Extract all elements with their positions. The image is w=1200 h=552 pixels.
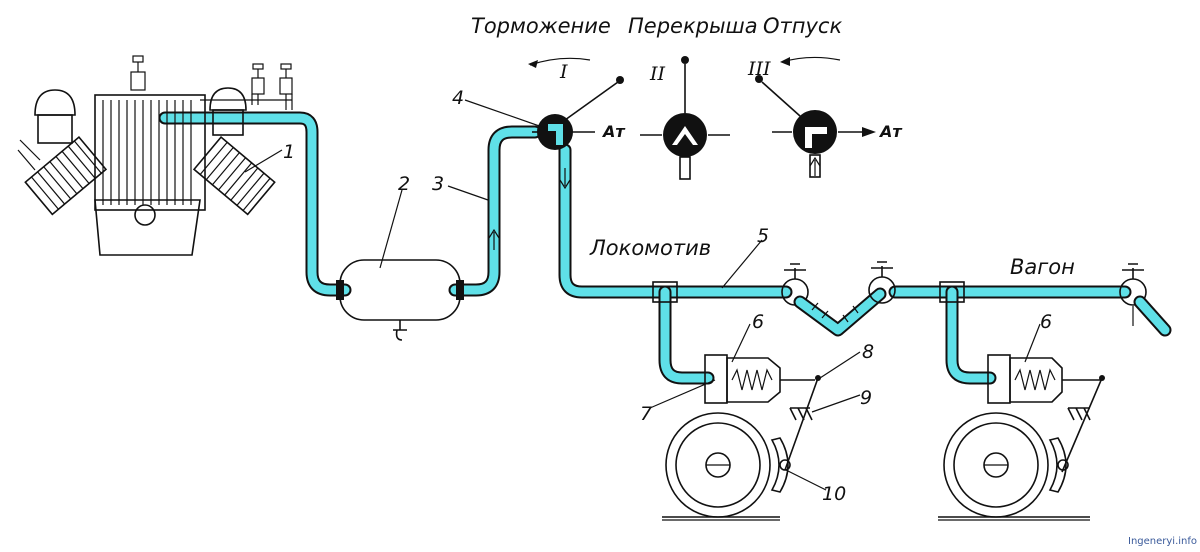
callout-2: 2 [398,173,410,195]
callout-9: 9 [860,387,872,409]
compressor-icon [17,55,293,256]
callout-6b: 6 [1040,311,1052,333]
position-i-label: I [559,61,568,83]
watermark: Ingeneryi.info [1128,536,1197,547]
callout-4: 4 [452,87,464,109]
section-locomotive-label: Локомотив [589,236,711,260]
position-iii-label: III [747,58,771,80]
atm-right-label: Ат [878,122,903,141]
brake-cylinder-icon [704,354,1100,404]
callout-6a: 6 [752,311,764,333]
wheel-icon [665,412,1049,518]
callout-7: 7 [640,403,652,425]
brake-shoe-icon [770,437,1069,493]
callout-10: 10 [822,483,846,505]
callout-5: 5 [757,225,769,247]
section-wagon-label: Вагон [1010,255,1075,279]
mode-lap-label: Перекрыша [628,14,758,38]
flow-arrows [488,156,821,250]
mode-braking-label: Торможение [471,14,611,38]
reservoir-icon [336,259,464,341]
valve-position-iii [755,75,876,178]
pipeline [158,111,1132,385]
rails [662,516,1090,521]
drivers-valve-icon [528,56,876,180]
valve-position-i [532,76,624,150]
position-ii-label: II [649,63,666,85]
callout-8: 8 [862,341,874,363]
leader-lines [244,99,1041,491]
brake-rigging [784,375,1105,473]
hose-coupling-icon [652,261,1172,337]
mode-release-label: Отпуск [763,14,842,38]
valve-position-ii [640,56,730,180]
atm-left-label: Ат [601,122,626,141]
callout-1: 1 [283,141,295,163]
callout-3: 3 [432,173,444,195]
